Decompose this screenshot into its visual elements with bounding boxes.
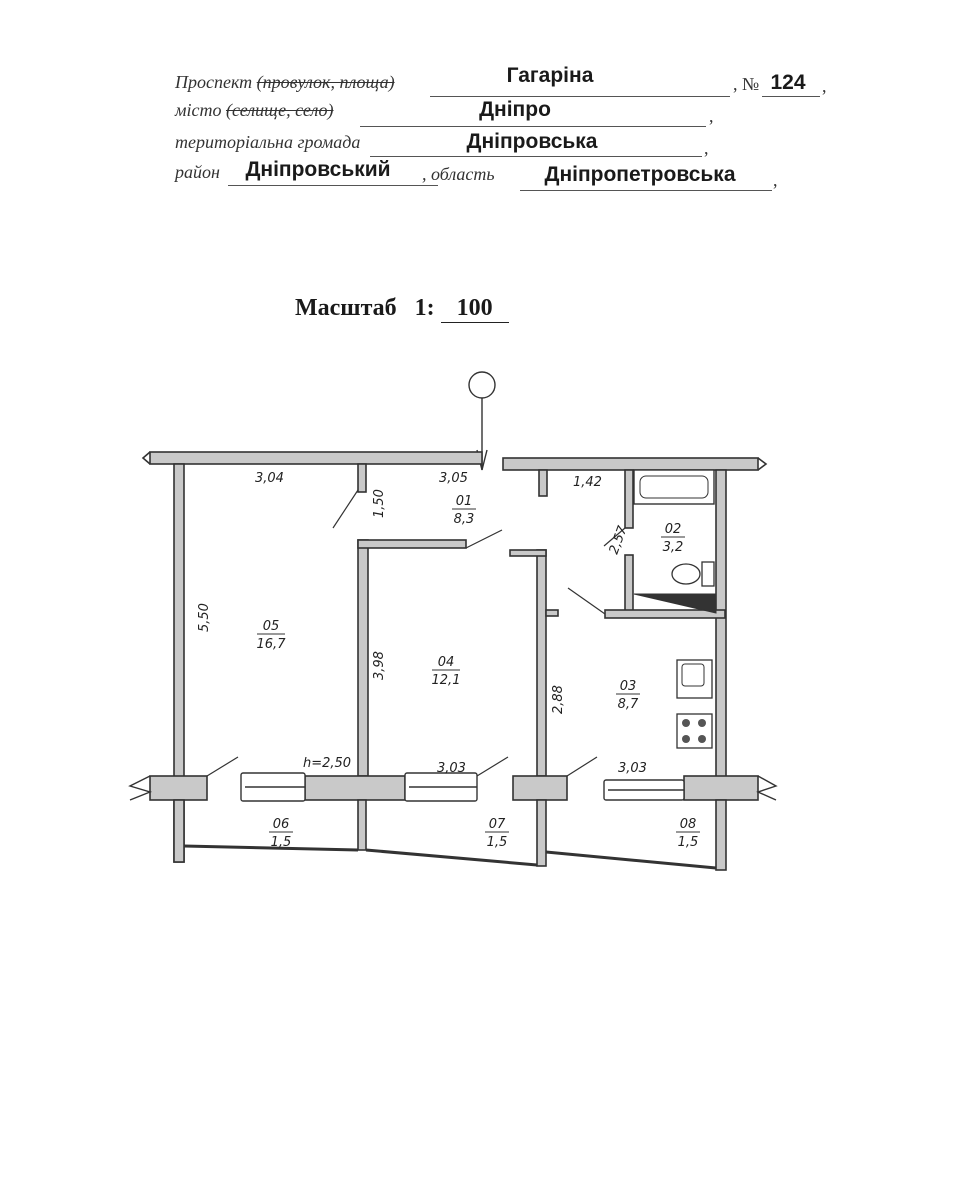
svg-text:1,5: 1,5: [271, 835, 292, 850]
region-value: Дніпропетровська: [544, 163, 736, 186]
scale-prefix: 1:: [414, 295, 435, 321]
dimension-room03-height: 2,88: [551, 685, 566, 714]
svg-text:8,3: 8,3: [454, 512, 475, 527]
door-swings: [206, 489, 626, 777]
svg-text:06: 06: [273, 817, 290, 832]
room-06: 06 1,5: [269, 817, 293, 850]
dimension-top-left: 3,04: [255, 471, 284, 486]
room-01: 01 8,3: [452, 494, 476, 527]
svg-text:16,7: 16,7: [257, 637, 287, 652]
svg-text:12,1: 12,1: [432, 673, 461, 688]
bathtub-icon: [633, 469, 715, 505]
city-underline: [360, 126, 706, 127]
stove-icon: [676, 713, 713, 749]
svg-text:1,5: 1,5: [678, 835, 699, 850]
district-value: Дніпровський: [245, 158, 391, 181]
number-value: 124: [770, 71, 806, 94]
address-block: Проспект (провулок, площа) Гагаріна , № …: [175, 64, 827, 191]
scale-value: 100: [440, 295, 509, 323]
community-label: територіальна громада: [175, 132, 361, 152]
svg-text:03: 03: [620, 679, 637, 694]
region-label: , область: [422, 164, 495, 184]
street-label: Проспект (провулок, площа): [175, 72, 395, 92]
scale-label: Масштаб: [295, 295, 397, 321]
svg-text:02: 02: [665, 522, 682, 537]
district-label: район: [175, 162, 220, 182]
room-08: 08 1,5: [676, 817, 700, 850]
room-03: 03 8,7: [616, 679, 640, 712]
dimension-room04-height: 3,98: [372, 651, 387, 680]
street-value: Гагаріна: [506, 64, 594, 87]
svg-text:1,5: 1,5: [487, 835, 508, 850]
room-07: 07 1,5: [485, 817, 509, 850]
dimension-window-right: 3,03: [618, 761, 647, 776]
dimension-corridor-wall: 1,50: [372, 489, 387, 518]
region-underline: [520, 190, 772, 191]
number-label: №: [742, 74, 760, 94]
room-04: 04 12,1: [432, 655, 461, 688]
scale-line: Масштаб 1: 100: [295, 295, 509, 323]
svg-text:3,2: 3,2: [663, 540, 684, 555]
wall-break-marks: [128, 775, 778, 801]
dimension-top-right: 1,42: [573, 475, 602, 490]
balcony-edges: [183, 844, 717, 870]
dimension-labels: 3,04 3,05 1,42 1,50 2,57 5,50 3,98 2,88 …: [197, 471, 647, 776]
svg-text:8,7: 8,7: [618, 697, 639, 712]
svg-text:07: 07: [489, 817, 506, 832]
community-underline: [370, 156, 702, 157]
city-value: Дніпро: [479, 98, 551, 121]
ventilation-shaft: [633, 593, 717, 614]
dimension-window-mid: 3,03: [437, 761, 466, 776]
svg-text:01: 01: [456, 494, 473, 509]
dimension-bathroom-depth: 2,57: [607, 523, 631, 556]
floor-plan: 3,04 3,05 1,42 1,50 2,57 5,50 3,98 2,88 …: [128, 371, 778, 871]
svg-text:05: 05: [263, 619, 280, 634]
room-05: 05 16,7: [257, 619, 287, 652]
street-underline: [430, 96, 730, 97]
svg-text:04: 04: [438, 655, 455, 670]
community-value: Дніпровська: [466, 130, 598, 153]
room-02: 02 3,2: [661, 522, 685, 555]
sink-icon: [676, 659, 713, 699]
room-labels: 01 8,3 02 3,2 03 8,7 04 12,1 05: [257, 494, 700, 850]
number-underline: [762, 96, 820, 97]
ceiling-height: h=2,50: [303, 756, 351, 771]
toilet-icon: [671, 561, 715, 587]
district-underline: [228, 185, 438, 186]
windows: [240, 772, 685, 802]
svg-text:08: 08: [680, 817, 697, 832]
city-label: місто (селище, село): [175, 100, 334, 120]
dimension-left-height: 5,50: [197, 603, 212, 632]
walls: [141, 451, 768, 871]
dimension-top-middle: 3,05: [439, 471, 468, 486]
